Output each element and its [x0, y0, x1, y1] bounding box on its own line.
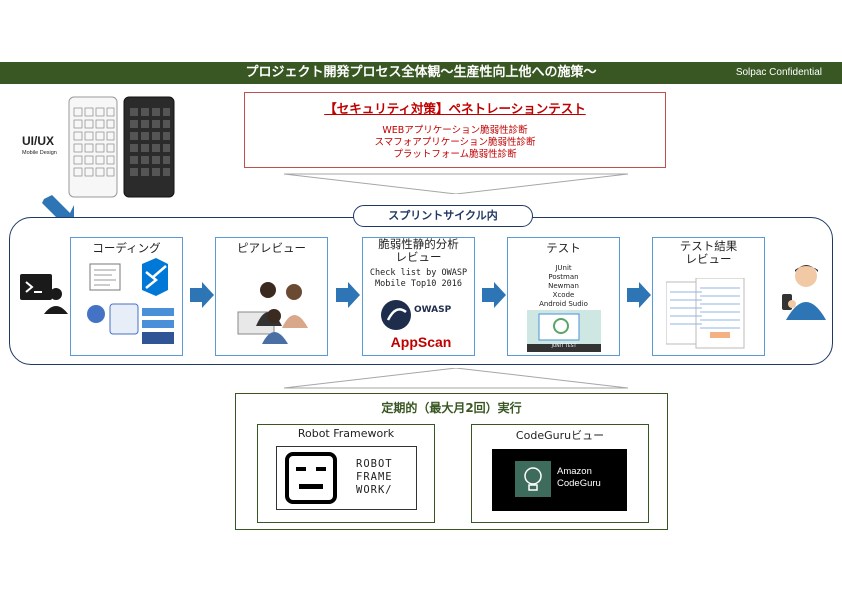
owasp-top10-note: Mobile Top10 2016 [375, 279, 462, 289]
stage-title: テスト結果 レビュー [679, 239, 738, 266]
test-tool-item: Newman [548, 282, 579, 290]
junit-illustration [527, 310, 601, 352]
owasp-logo-text: OWASP [414, 305, 452, 315]
test-report-illustration [666, 278, 745, 349]
codeguru-logo-icon [515, 461, 551, 497]
stage-static-analysis [362, 237, 475, 356]
peer-review-illustration [237, 282, 308, 344]
flow-arrow-right [627, 282, 651, 308]
junit-caption: JUNIT TEST [551, 344, 577, 349]
flow-arrow-right [190, 282, 214, 308]
security-title: 【セキュリティ対策】ペネトレーションテスト [324, 101, 586, 116]
robot-framework-logo-icon [285, 452, 337, 504]
sprint-cycle-label: スプリントサイクル内 [353, 205, 533, 227]
regular-execution-title: 定期的（最大月2回）実行 [381, 401, 522, 415]
test-tool-item: Postman [548, 273, 579, 281]
security-funnel-arrow [284, 173, 628, 194]
coding-illustration [87, 258, 174, 344]
uiux-logo: UI/UX [22, 134, 55, 148]
robot-framework-logo-text: ROBOT FRAME WORK/ [356, 458, 393, 496]
flow-arrow-right [336, 282, 360, 308]
security-item: スマフォアプリケーション脆弱性診断 [374, 137, 536, 148]
test-tool-item: Xcode [552, 291, 575, 299]
codeguru-logo-text: Amazon CodeGuru [557, 466, 601, 489]
header-bar [0, 62, 842, 84]
developer-icon [20, 274, 68, 314]
stage-title: ピアレビュー [237, 241, 306, 255]
codeguru-title: CodeGuruビュー [515, 429, 605, 442]
appscan-logo: AppScan [390, 334, 452, 350]
robot-framework-title: Robot Framework [297, 427, 395, 440]
codeguru-logo-frame [492, 449, 627, 511]
uiux-logo-sub: Mobile Design [22, 150, 57, 156]
security-item: プラットフォーム脆弱性診断 [393, 149, 517, 160]
owasp-checklist-note: Check list by OWASP [369, 268, 468, 278]
test-tool-item: JUnit [555, 264, 572, 272]
mobile-phones-illustration [68, 96, 175, 198]
test-tool-item: Android Sudio [539, 300, 588, 308]
stage-title: コーディング [92, 241, 161, 255]
page-title: プロジェクト開発プロセス全体観～生産性向上他への施策～ [245, 65, 597, 80]
robot-framework-logo-frame [276, 446, 417, 510]
stage-title: テスト [546, 241, 581, 255]
reviewer-person-icon [782, 265, 826, 320]
confidential-label: Solpac Confidential [735, 67, 822, 78]
flow-arrow-right [482, 282, 506, 308]
owasp-logo-icon [381, 300, 411, 330]
security-item: WEBアプリケーション脆弱性診断 [382, 125, 528, 136]
security-box [244, 92, 666, 168]
stage-title: 脆弱性静的分析 レビュー [378, 237, 459, 264]
regular-funnel-arrow [284, 368, 628, 389]
